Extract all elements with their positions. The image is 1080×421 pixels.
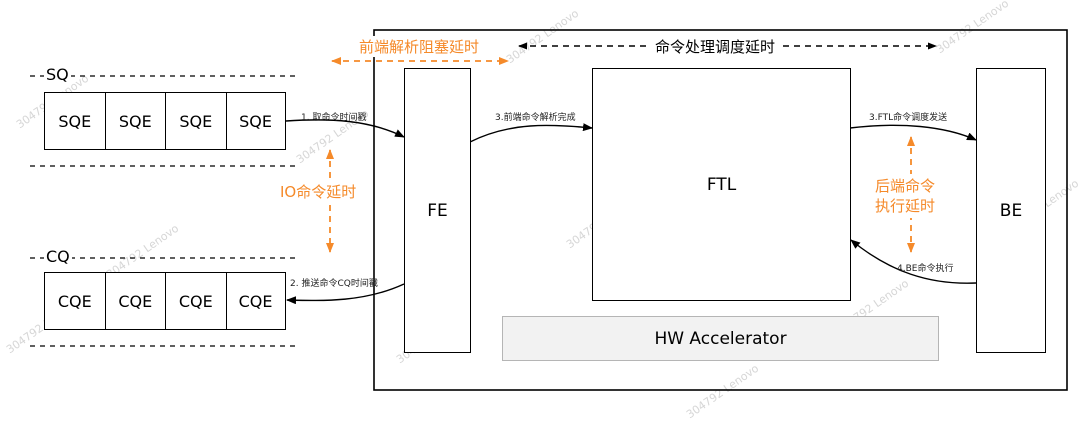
step-fetch-label: 1. 取命令时间戳 xyxy=(301,113,367,123)
ftl-label: FTL xyxy=(706,174,737,195)
be-block: BE xyxy=(976,68,1046,353)
io-latency-label: IO命令延时 xyxy=(278,179,359,204)
cq-entry: CQE xyxy=(238,291,273,311)
be-label: BE xyxy=(999,200,1023,221)
cq-entry: CQE xyxy=(45,273,106,329)
diagram-connectors xyxy=(30,29,1068,391)
backend-latency-line2: 执行延时 xyxy=(875,197,936,215)
sq-label: SQ xyxy=(44,65,71,84)
cq-queue: CQE CQE CQE CQE xyxy=(44,272,286,330)
arrow-fetch xyxy=(285,119,405,138)
step-be-exec-label: 4.BE命令执行 xyxy=(897,264,954,274)
hw-accelerator-block: HW Accelerator xyxy=(502,316,939,361)
sq-entry: SQE xyxy=(45,93,106,149)
sq-entry: SQE xyxy=(239,111,272,131)
fe-block: FE xyxy=(404,68,471,353)
step-ftl-dispatch-label: 3.FTL命令调度发送 xyxy=(869,113,948,123)
backend-latency-label: 后端命令 执行延时 xyxy=(873,174,938,218)
frontend-latency-label: 前端解析阻塞延时 xyxy=(357,36,482,57)
backend-latency-line1: 后端命令 xyxy=(875,177,936,195)
arrow-fe-to-ftl xyxy=(469,123,593,143)
step-fe-parse-label: 3.前端命令解析完成 xyxy=(495,113,576,123)
sq-entry: SQE xyxy=(166,93,227,149)
cq-label: CQ xyxy=(44,247,72,266)
schedule-latency-label: 命令处理调度延时 xyxy=(649,36,782,57)
arrow-be-to-ftl xyxy=(850,239,977,284)
fe-label: FE xyxy=(427,200,448,221)
cq-entry: CQE xyxy=(166,273,227,329)
hw-accelerator-label: HW Accelerator xyxy=(654,328,787,349)
cq-entry: CQE xyxy=(106,273,166,329)
sq-queue: SQE SQE SQE SQE xyxy=(44,92,286,150)
ftl-block: FTL xyxy=(592,68,851,301)
step-push-cq-label: 2. 推送命令CQ时间戳 xyxy=(290,279,378,289)
arrow-push-cq xyxy=(286,283,405,305)
controller-frame xyxy=(373,29,1068,391)
arrow-ftl-to-be xyxy=(849,124,977,141)
sq-entry: SQE xyxy=(106,93,166,149)
